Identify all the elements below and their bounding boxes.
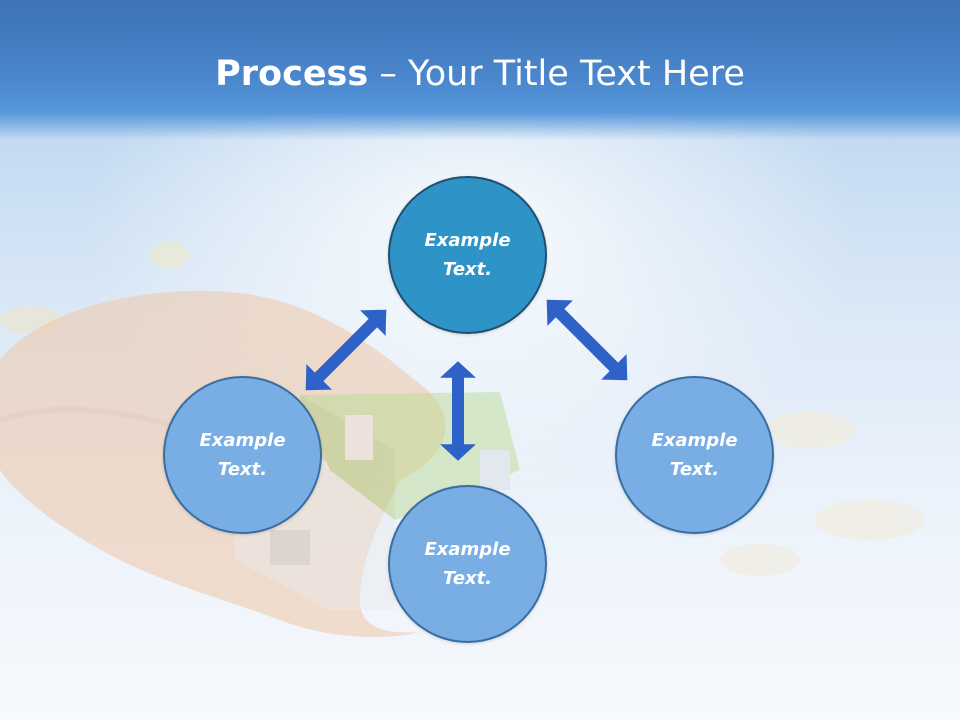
header-band bbox=[0, 0, 960, 140]
arrow-top-right bbox=[546, 299, 628, 381]
node-top: Example Text. bbox=[388, 176, 547, 334]
node-bottom: Example Text. bbox=[388, 485, 547, 643]
slide-title: Process – Your Title Text Here bbox=[0, 52, 960, 96]
node-right: Example Text. bbox=[615, 376, 774, 534]
arrow-left-top bbox=[305, 309, 387, 391]
title-bold: Process bbox=[215, 54, 369, 94]
node-left: Example Text. bbox=[163, 376, 322, 534]
arrow-vertical bbox=[440, 361, 476, 461]
title-rest: – Your Title Text Here bbox=[368, 54, 745, 94]
